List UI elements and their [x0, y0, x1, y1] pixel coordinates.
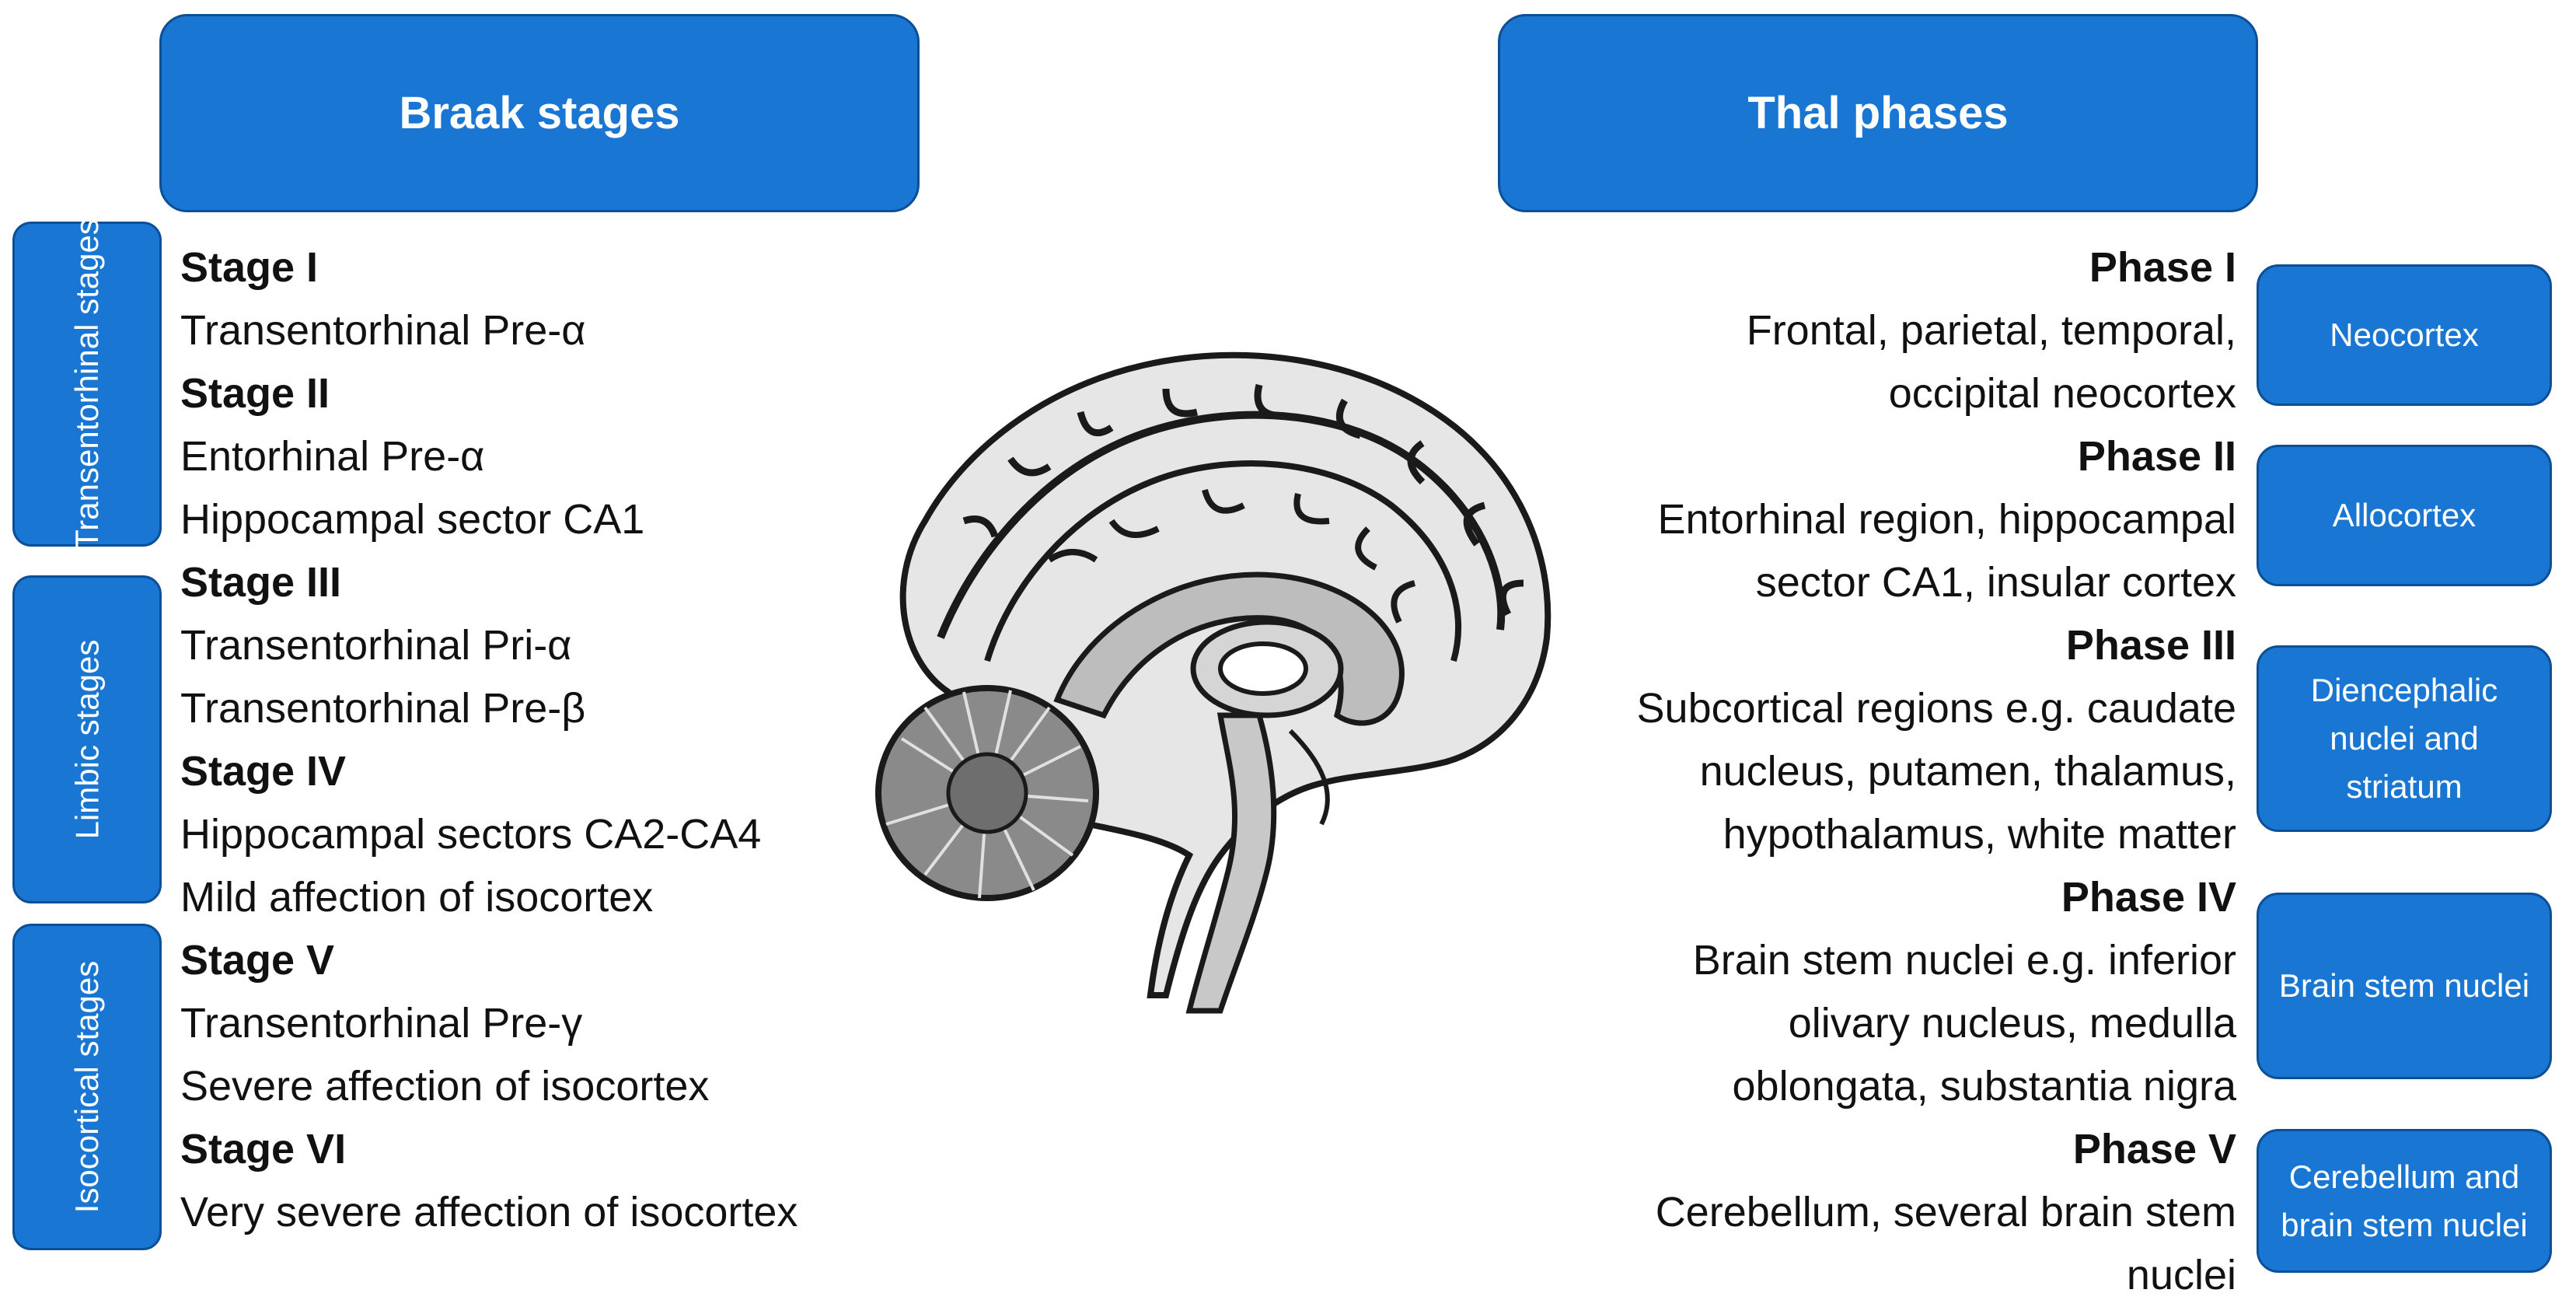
thal-phases-header: Thal phases — [1498, 14, 2258, 212]
description-line: hypothalamus, white matter — [1723, 811, 2236, 858]
stage-heading: Stage V — [180, 937, 335, 984]
description-line: oblongata, substantia nigra — [1732, 1063, 2236, 1110]
transentorhinal-stages-label: Transentorhinal stages — [68, 218, 105, 550]
region-box-diencephalic-nuclei: Diencephalic nuclei and striatum — [2257, 645, 2552, 832]
region-box-brain-stem-nuclei: Brain stem nuclei — [2257, 893, 2552, 1079]
description-line: Subcortical regions e.g. caudate — [1636, 685, 2236, 732]
region-label: Neocortex — [2330, 316, 2479, 353]
description-line: olivary nucleus, medulla — [1788, 1000, 2236, 1047]
phase-heading: Phase IV — [2061, 874, 2236, 921]
description-line: Entorhinal Pre-α — [180, 433, 485, 480]
region-label: Cerebellum and brain stem nuclei — [2281, 1158, 2528, 1243]
description-line: nuclei — [2126, 1252, 2236, 1298]
phase-heading: Phase I — [2089, 244, 2236, 291]
description-line: Hippocampal sector CA1 — [180, 496, 645, 543]
braak-stages-header: Braak stages — [159, 14, 920, 212]
description-line: Frontal, parietal, temporal, — [1746, 307, 2236, 354]
description-line: Very severe affection of isocortex — [180, 1189, 798, 1235]
limbic-stages-label: Limbic stages — [68, 639, 105, 840]
region-box-neocortex: Neocortex — [2257, 264, 2552, 406]
transentorhinal-stages-box: Transentorhinal stages — [12, 218, 162, 550]
region-label: Diencephalic nuclei and striatum — [2310, 672, 2498, 805]
description-line: Hippocampal sectors CA2-CA4 — [180, 811, 762, 858]
description-line: Entorhinal region, hippocampal — [1657, 496, 2236, 543]
stage-heading: Stage VI — [180, 1126, 347, 1172]
phase-heading: Phase III — [2065, 622, 2236, 669]
description-line: Cerebellum, several brain stem — [1655, 1189, 2236, 1235]
description-line: nucleus, putamen, thalamus, — [1699, 748, 2236, 795]
description-line: Brain stem nuclei e.g. inferior — [1692, 937, 2236, 984]
stage-heading: Stage III — [180, 559, 342, 606]
brain-sagittal-section-illustration — [875, 351, 1552, 1014]
description-line: Transentorhinal Pre-α — [180, 307, 586, 354]
phase-heading: Phase II — [2077, 433, 2236, 480]
stage-heading: Stage I — [180, 244, 319, 291]
description-line: sector CA1, insular cortex — [1755, 559, 2236, 606]
isocortical-stages-box: Isocortical stages — [12, 924, 162, 1250]
region-box-allocortex: Allocortex — [2257, 445, 2552, 586]
description-line: Severe affection of isocortex — [180, 1063, 710, 1110]
description-line: occipital neocortex — [1888, 370, 2236, 417]
thal-phases-list: Phase I Frontal, parietal, temporal, occip… — [1459, 236, 2236, 1307]
stage-heading: Stage II — [180, 370, 330, 417]
region-label: Allocortex — [2332, 497, 2477, 533]
limbic-stages-box: Limbic stages — [12, 575, 162, 903]
stage-heading: Stage IV — [180, 748, 347, 795]
description-line: Transentorhinal Pre-β — [180, 685, 586, 732]
description-line: Mild affection of isocortex — [180, 874, 654, 921]
region-label: Brain stem nuclei — [2278, 967, 2530, 1004]
region-box-cerebellum: Cerebellum and brain stem nuclei — [2257, 1129, 2552, 1273]
phase-heading: Phase V — [2072, 1126, 2236, 1172]
description-line: Transentorhinal Pri-α — [180, 622, 572, 669]
description-line: Transentorhinal Pre-γ — [180, 1000, 583, 1047]
braak-stages-title: Braak stages — [399, 88, 680, 138]
isocortical-stages-label: Isocortical stages — [68, 960, 106, 1214]
thal-phases-title: Thal phases — [1747, 88, 2009, 138]
